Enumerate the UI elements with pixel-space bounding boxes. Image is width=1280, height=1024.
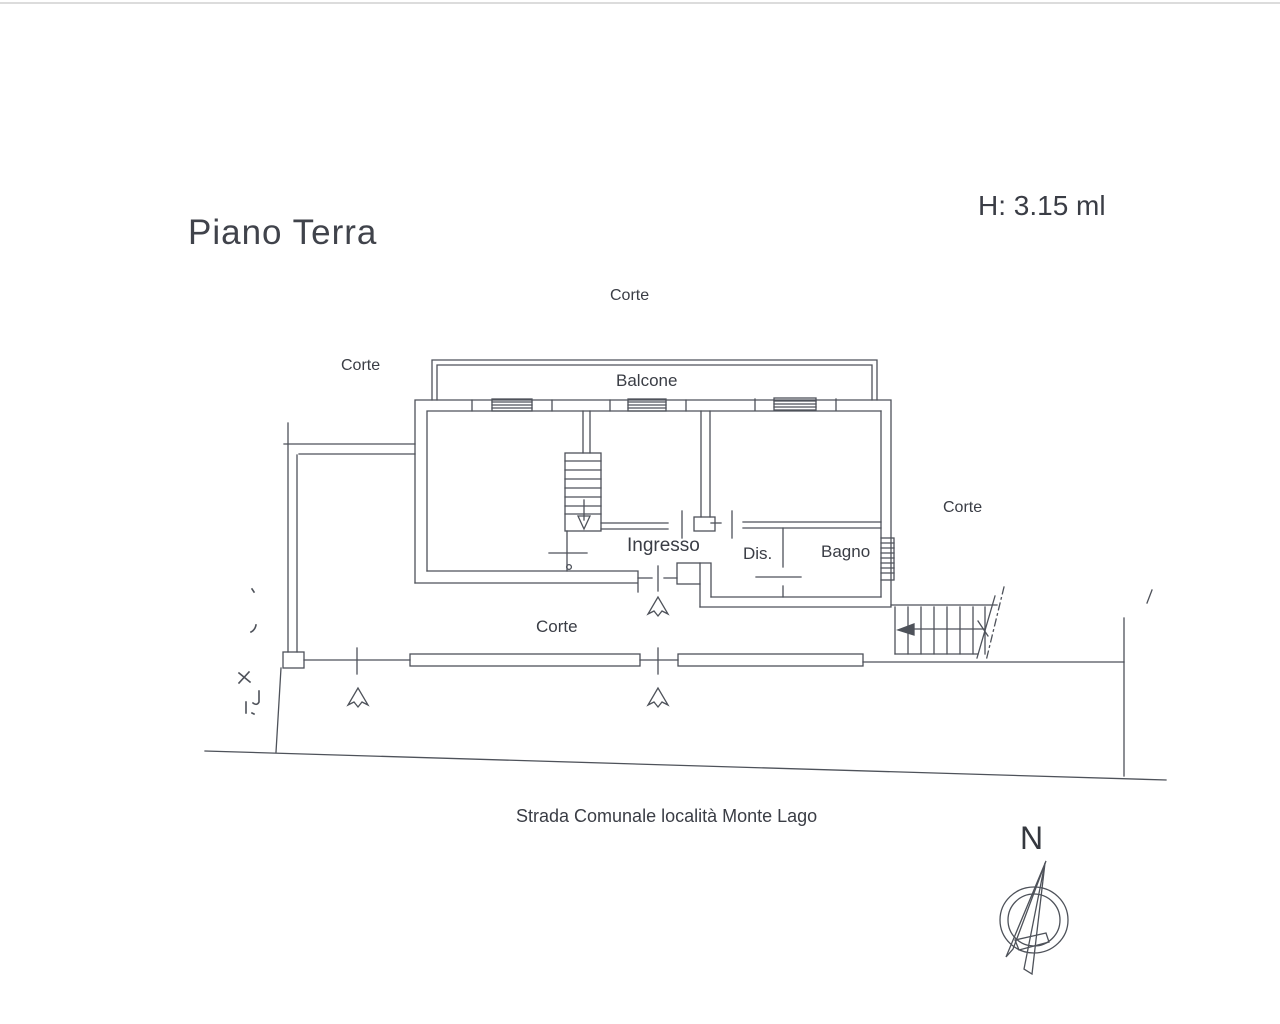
window-icon <box>471 397 837 412</box>
room-label-balcone: Balcone <box>616 371 678 390</box>
room-label-ingresso: Ingresso <box>627 535 700 556</box>
courtyard-left-walls <box>275 422 416 753</box>
external-stair <box>890 586 1153 662</box>
room-label-bagno: Bagno <box>821 542 871 561</box>
page-title: Piano Terra <box>188 213 378 252</box>
bathroom-window-icon <box>880 537 895 581</box>
area-label-corte-bottom: Corte <box>536 617 578 636</box>
interior-walls <box>548 410 882 598</box>
street-line <box>204 750 1167 781</box>
stray-marks <box>237 587 260 716</box>
area-label-corte-top: Corte <box>610 287 650 304</box>
building-outer-walls <box>414 399 892 608</box>
balcony-outline <box>431 359 878 401</box>
internal-stair <box>564 410 602 532</box>
scan-page-edge <box>0 2 1280 4</box>
door-swing-icon <box>346 595 670 709</box>
entrance-recess <box>637 562 712 608</box>
area-label-corte-right: Corte <box>943 499 983 516</box>
room-label-dis: Dis. <box>743 544 773 563</box>
courtyard-bottom-wall <box>303 647 1125 675</box>
compass-north-label: N <box>1020 820 1044 856</box>
compass-rose <box>999 860 1069 976</box>
height-note: H: 3.15 ml <box>978 190 1106 221</box>
area-label-corte-left: Corte <box>341 357 381 374</box>
street-name-label: Strada Comunale località Monte Lago <box>516 806 818 826</box>
